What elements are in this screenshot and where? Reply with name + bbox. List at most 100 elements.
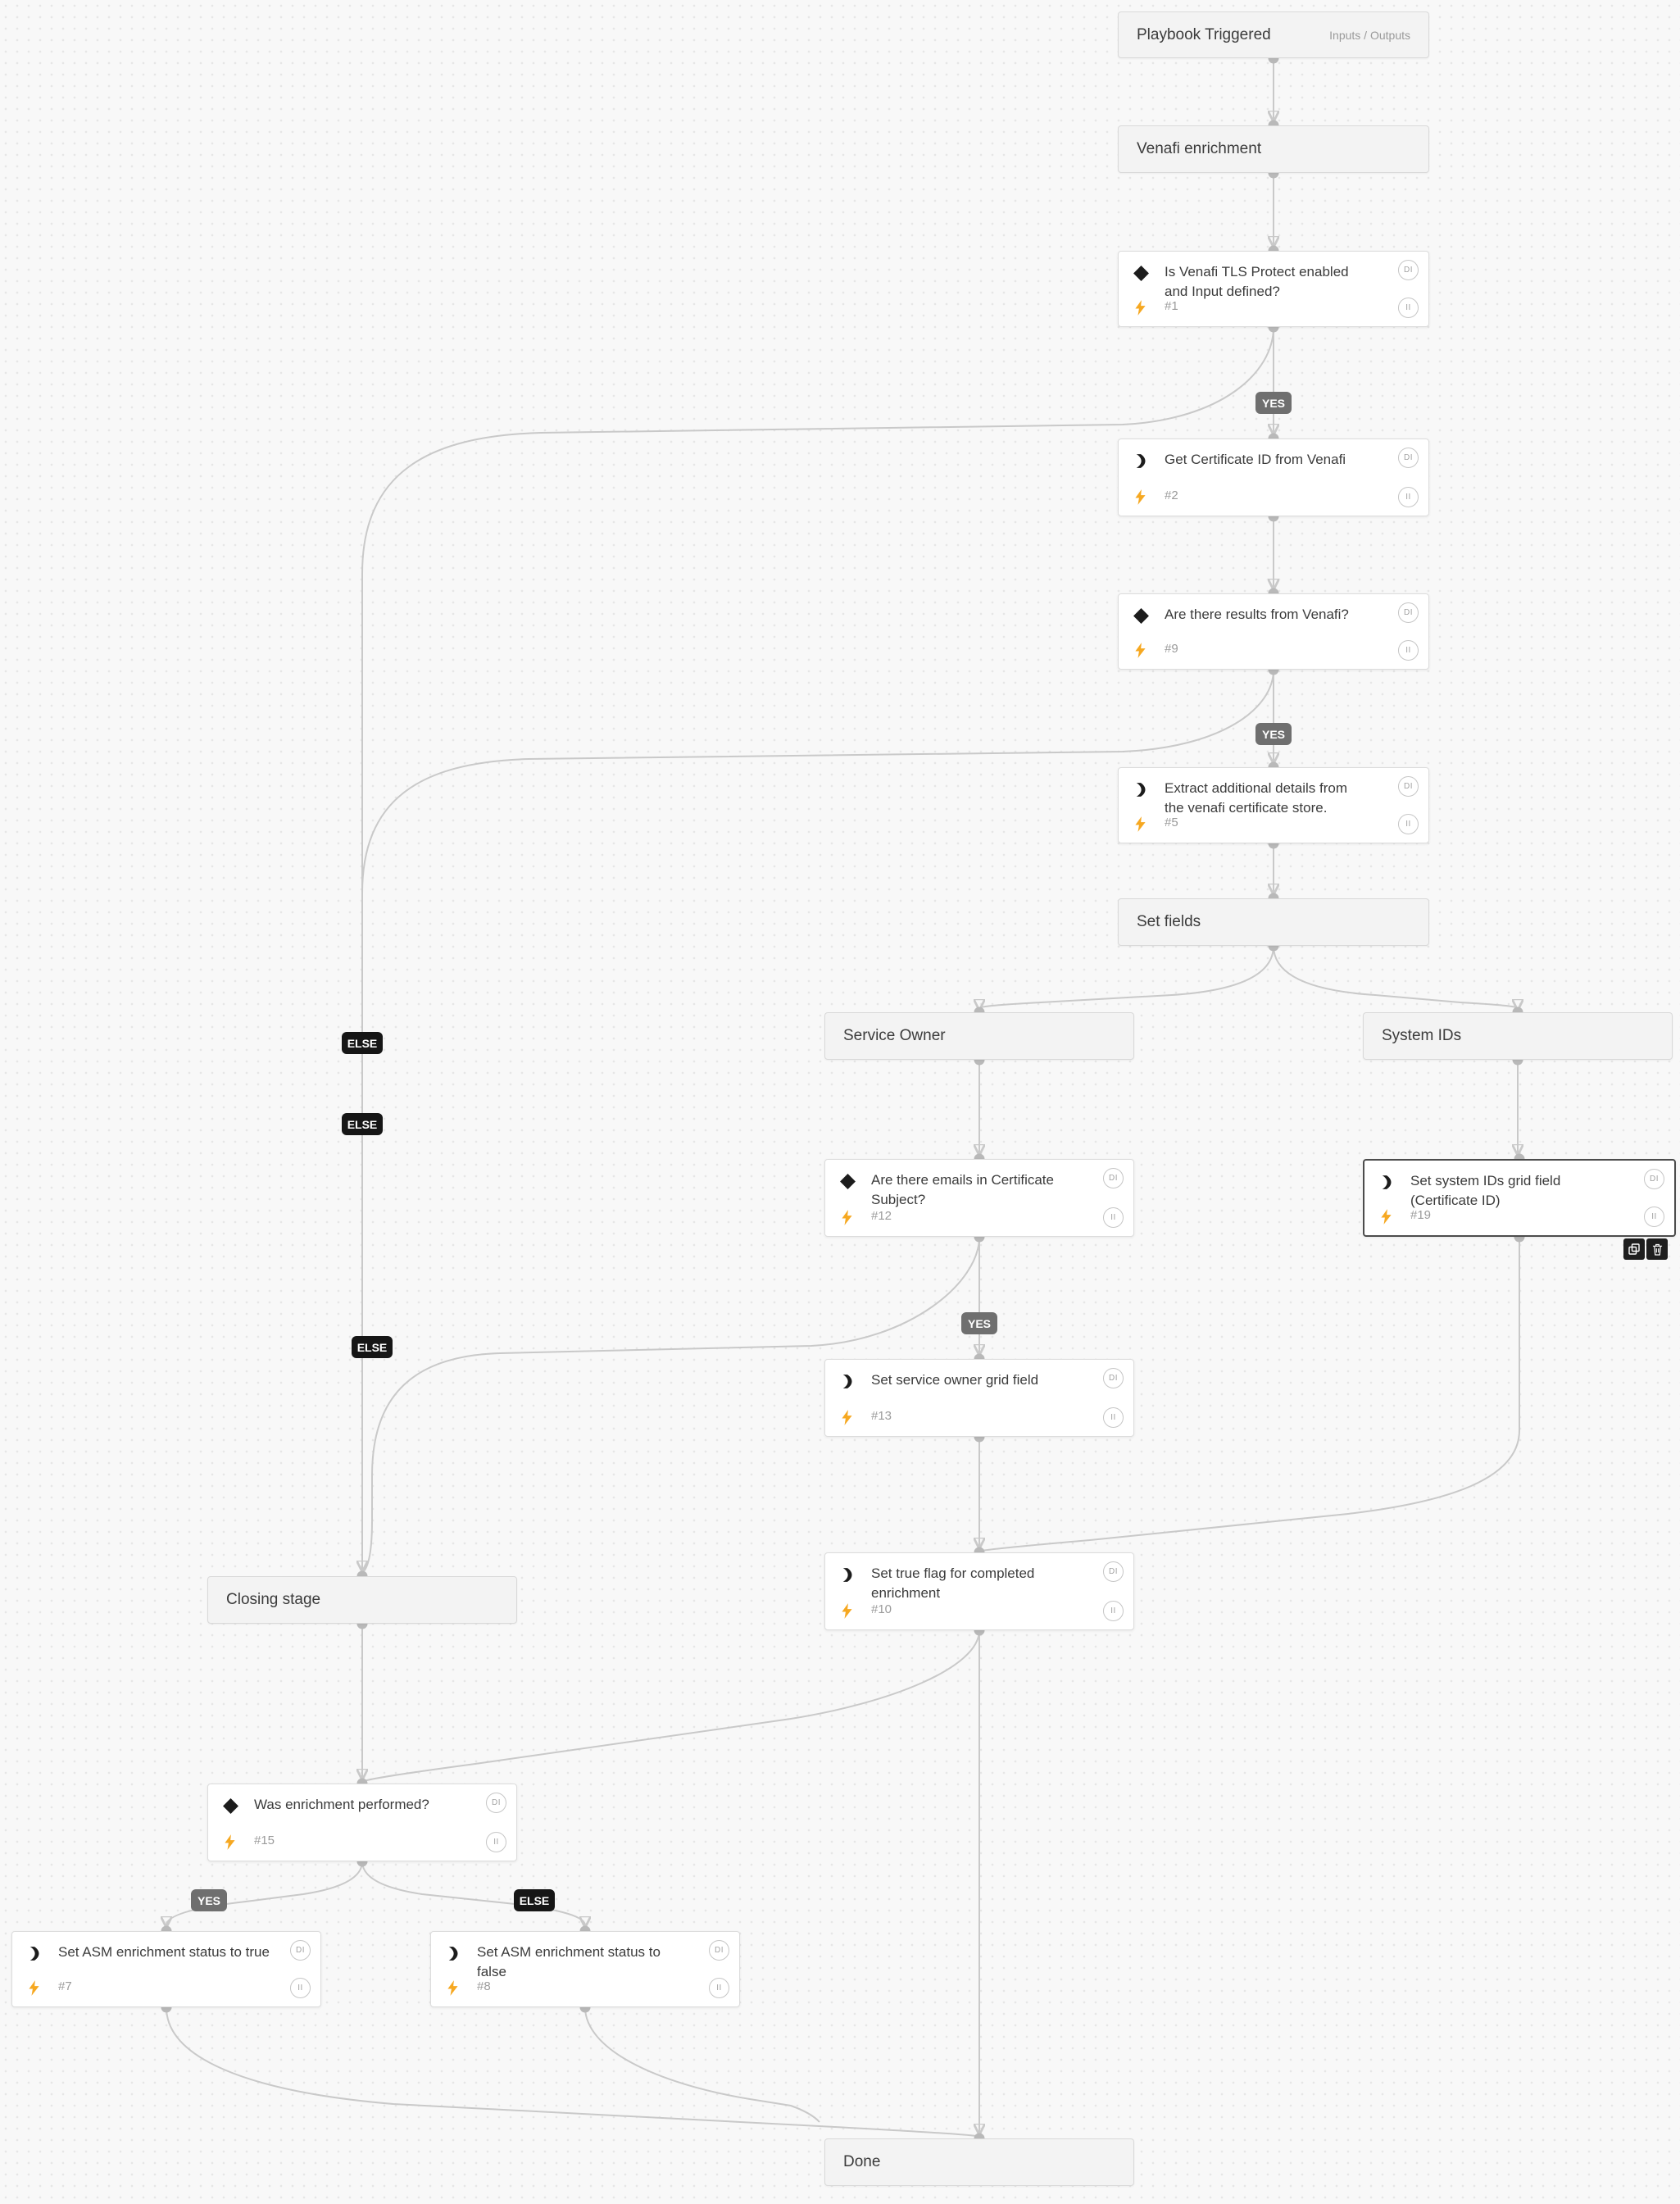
task-number: #9 <box>1165 642 1178 656</box>
section-done[interactable]: Done <box>824 2138 1134 2186</box>
task-detail-button[interactable]: DI <box>1398 776 1419 797</box>
trash-icon <box>1652 1243 1663 1256</box>
trigger-title: Playbook Triggered <box>1137 25 1271 43</box>
copy-task-button[interactable] <box>1623 1238 1645 1260</box>
task-detail-button[interactable]: DI <box>1103 1168 1124 1188</box>
task-number: #15 <box>254 1834 275 1847</box>
task-title: Was enrichment performed? <box>254 1797 429 1812</box>
edge-setfields-systemids <box>1273 945 1518 1008</box>
section-closing-stage[interactable]: Closing stage <box>207 1576 517 1624</box>
edge-t8-done <box>584 2006 820 2123</box>
condition-diamond-icon <box>222 1797 239 1815</box>
task-detail-button[interactable]: DI <box>1398 602 1419 623</box>
section-set-fields[interactable]: Set fields <box>1118 898 1429 946</box>
task-title: Get Certificate ID from Venafi <box>1165 452 1346 467</box>
task-detail-button[interactable]: DI <box>709 1940 729 1961</box>
task-number: #7 <box>58 1979 72 1993</box>
task-arrow-icon <box>839 1373 856 1390</box>
task-node-set-service-owner-grid[interactable]: Set service owner grid field #13 DI II <box>824 1359 1134 1437</box>
task-detail-button[interactable]: DI <box>1644 1169 1664 1189</box>
task-number: #12 <box>871 1209 892 1223</box>
edge-t10-t15 <box>363 1629 980 1782</box>
task-pause-button[interactable]: II <box>1398 640 1419 661</box>
task-title: Set ASM enrichment status to true <box>58 1944 270 1960</box>
automation-bolt-icon <box>841 1410 853 1425</box>
section-title: System IDs <box>1382 1027 1462 1044</box>
task-number: #13 <box>871 1409 892 1423</box>
edge-t9-else-closing <box>361 669 1274 984</box>
section-system-ids[interactable]: System IDs <box>1363 1012 1673 1060</box>
task-pause-button[interactable]: II <box>486 1832 506 1852</box>
task-pause-button[interactable]: II <box>1398 814 1419 834</box>
automation-bolt-icon <box>1380 1209 1392 1225</box>
task-node-set-system-ids-grid[interactable]: Set system IDs grid field (Certificate I… <box>1363 1159 1676 1237</box>
inputs-outputs-link[interactable]: Inputs / Outputs <box>1329 28 1410 42</box>
edge-t12-else-closing <box>363 1236 980 1572</box>
playbook-trigger-node[interactable]: Playbook Triggered Inputs / Outputs <box>1118 11 1429 58</box>
condition-node-emails-in-subject[interactable]: Are there emails in Certificate Subject?… <box>824 1159 1134 1237</box>
task-title: Are there emails in Certificate Subject? <box>871 1172 1054 1207</box>
section-title: Venafi enrichment <box>1137 140 1262 157</box>
task-arrow-icon <box>26 1945 43 1962</box>
edge-t15-else-t8 <box>361 1861 585 1925</box>
task-number: #19 <box>1410 1208 1432 1222</box>
task-node-set-true-flag[interactable]: Set true flag for completed enrichment #… <box>824 1552 1134 1630</box>
task-node-asm-status-true[interactable]: Set ASM enrichment status to true #7 DI … <box>11 1931 321 2007</box>
section-title: Closing stage <box>226 1591 321 1608</box>
task-detail-button[interactable]: DI <box>1398 448 1419 468</box>
task-pause-button[interactable]: II <box>1398 487 1419 507</box>
edge-t1-else-closing <box>362 326 1274 1570</box>
condition-node-was-enrichment-performed[interactable]: Was enrichment performed? #15 DI II <box>207 1784 517 1861</box>
delete-task-button[interactable] <box>1646 1238 1668 1260</box>
task-detail-button[interactable]: DI <box>290 1940 311 1961</box>
automation-bolt-icon <box>1134 489 1146 505</box>
task-detail-button[interactable]: DI <box>1103 1368 1124 1388</box>
task-title: Set service owner grid field <box>871 1372 1039 1388</box>
section-service-owner[interactable]: Service Owner <box>824 1012 1134 1060</box>
task-pause-button[interactable]: II <box>709 1978 729 1998</box>
task-pause-button[interactable]: II <box>1103 1601 1124 1621</box>
else-branch-label: ELSE <box>342 1113 383 1135</box>
automation-bolt-icon <box>841 1210 853 1225</box>
task-pause-button[interactable]: II <box>1103 1207 1124 1228</box>
task-title: Extract additional details from the vena… <box>1165 780 1347 816</box>
automation-bolt-icon <box>28 1980 40 1996</box>
yes-branch-label: YES <box>1255 392 1292 414</box>
task-arrow-icon <box>445 1945 462 1962</box>
automation-bolt-icon <box>1134 643 1146 658</box>
section-title: Service Owner <box>843 1027 946 1044</box>
condition-node-results-from-venafi[interactable]: Are there results from Venafi? #9 DI II <box>1118 593 1429 670</box>
automation-bolt-icon <box>447 1980 459 1996</box>
task-pause-button[interactable]: II <box>1644 1207 1664 1227</box>
task-node-extract-details[interactable]: Extract additional details from the vena… <box>1118 767 1429 843</box>
task-pause-button[interactable]: II <box>1398 298 1419 318</box>
section-venafi-enrichment[interactable]: Venafi enrichment <box>1118 125 1429 173</box>
task-number: #1 <box>1165 299 1178 313</box>
task-title: Is Venafi TLS Protect enabled and Input … <box>1165 264 1349 299</box>
task-arrow-icon <box>839 1566 856 1584</box>
task-pause-button[interactable]: II <box>290 1978 311 1998</box>
task-detail-button[interactable]: DI <box>486 1793 506 1813</box>
task-pause-button[interactable]: II <box>1103 1407 1124 1428</box>
task-detail-button[interactable]: DI <box>1103 1561 1124 1582</box>
edge-t7-done <box>166 2006 977 2137</box>
edge-setfields-serviceowner <box>979 945 1274 1008</box>
task-detail-button[interactable]: DI <box>1398 260 1419 280</box>
task-title: Set true flag for completed enrichment <box>871 1566 1035 1601</box>
section-title: Done <box>843 2153 881 2170</box>
task-node-get-certificate-id[interactable]: Get Certificate ID from Venafi #2 DI II <box>1118 439 1429 516</box>
automation-bolt-icon <box>1134 816 1146 832</box>
else-branch-label: ELSE <box>514 1889 555 1911</box>
section-title: Set fields <box>1137 913 1201 930</box>
condition-diamond-icon <box>1133 265 1150 282</box>
selected-task-toolbar <box>1623 1238 1668 1260</box>
yes-branch-label: YES <box>191 1889 227 1911</box>
edge-t19-t10 <box>981 1237 1520 1552</box>
condition-node-venafi-enabled[interactable]: Is Venafi TLS Protect enabled and Input … <box>1118 251 1429 327</box>
else-branch-label: ELSE <box>352 1336 393 1358</box>
task-number: #2 <box>1165 489 1178 502</box>
task-node-asm-status-false[interactable]: Set ASM enrichment status to false #8 DI… <box>430 1931 740 2007</box>
task-number: #5 <box>1165 816 1178 829</box>
